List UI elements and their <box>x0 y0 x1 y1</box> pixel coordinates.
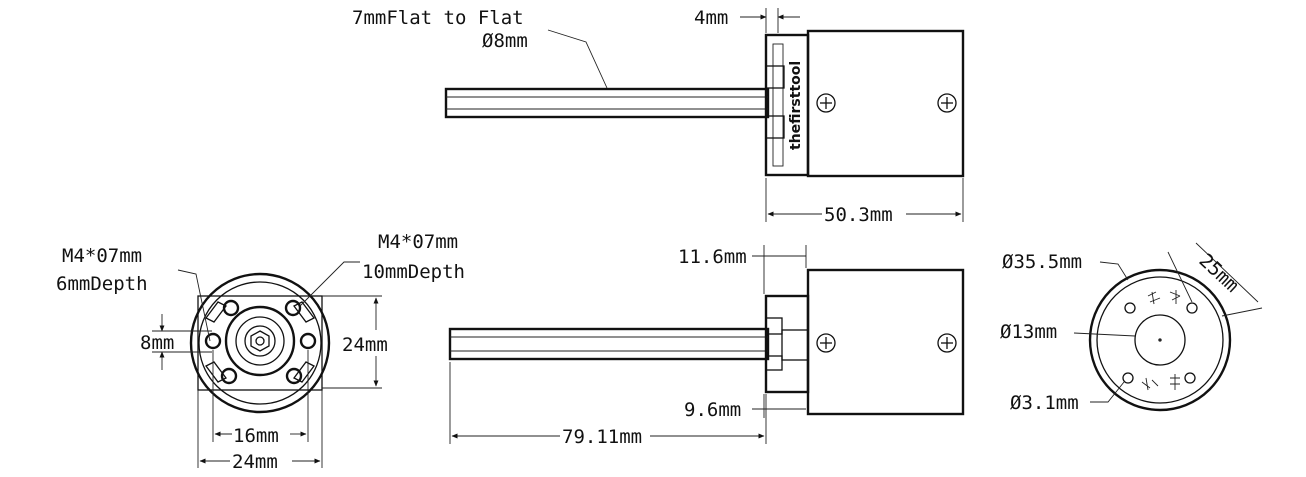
right-hole-label: M4*07mm <box>378 231 458 253</box>
collar-bottom <box>764 294 810 394</box>
mount-hole-icon <box>299 332 317 350</box>
rear-view: Ø35.5mm 25mm Ø13mm Ø3.1mm <box>1000 242 1263 414</box>
side-view-top: thefirsttool 7mmFlat to Flat Ø8mm 4mm 50… <box>352 7 965 226</box>
screw-icon <box>816 333 836 353</box>
shaft-bottom <box>448 327 770 361</box>
front-view: M4*07mm 6mmDepth M4*07mm 10mmDepth 8mm 2… <box>56 231 465 473</box>
brand-text: thefirsttool <box>788 61 804 150</box>
glyph-mark-icon <box>1141 290 1181 391</box>
height-large-label: 24mm <box>342 334 388 356</box>
shaft-top <box>444 87 770 119</box>
motor-body-top <box>806 29 965 178</box>
right-depth-label: 10mmDepth <box>362 261 465 283</box>
center-diameter-label: Ø13mm <box>1000 321 1057 343</box>
height-small-label: 8mm <box>140 332 174 354</box>
screw-icon <box>937 333 957 353</box>
motor-body-bottom <box>806 268 965 416</box>
mount-hole-icon <box>204 332 222 350</box>
mount-hole-icon <box>285 367 303 385</box>
side-view-bottom: 11.6mm 9.6mm 79.11mm <box>448 245 965 448</box>
pitch-label: 25mm <box>1195 250 1243 297</box>
width-small-label: 16mm <box>233 425 279 447</box>
top-offset-label: 11.6mm <box>678 246 747 268</box>
body-length-label: 50.3mm <box>824 204 893 226</box>
rear-hole-icon <box>1186 302 1198 314</box>
rear-hole-icon <box>1124 302 1136 314</box>
screw-icon <box>937 93 957 113</box>
hole-diameter-label: Ø3.1mm <box>1010 392 1079 414</box>
left-depth-label: 6mmDepth <box>56 273 148 295</box>
rear-hole-icon <box>1122 372 1134 384</box>
mount-hole-icon <box>220 367 238 385</box>
bottom-offset-label: 9.6mm <box>684 399 741 421</box>
rear-hole-icon <box>1184 372 1196 384</box>
left-hole-label: M4*07mm <box>62 245 142 267</box>
shaft-length-label: 79.11mm <box>562 426 642 448</box>
outer-diameter-label: Ø35.5mm <box>1002 251 1082 273</box>
screw-icon <box>816 93 836 113</box>
shaft-diameter-label: Ø8mm <box>482 30 528 52</box>
center-bore <box>1134 314 1186 366</box>
flat-to-flat-label: 7mmFlat to Flat <box>352 7 524 29</box>
width-large-label: 24mm <box>232 451 278 473</box>
step-length-label: 4mm <box>694 7 728 29</box>
mount-hole-icon <box>284 299 302 317</box>
mount-hole-icon <box>222 299 240 317</box>
